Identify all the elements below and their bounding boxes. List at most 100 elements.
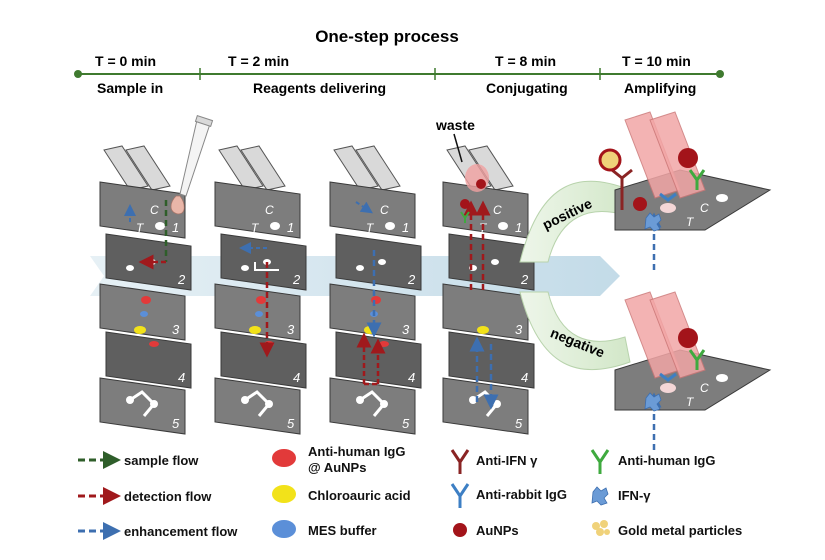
- reagent-dot-yellow: [364, 326, 376, 334]
- enhancement-flow-arrow: [355, 201, 373, 214]
- waste-label: waste: [435, 117, 475, 133]
- time-label: T = 10 min: [622, 53, 691, 69]
- stage-label: Conjugating: [486, 80, 568, 96]
- panel-number: 3: [515, 322, 523, 337]
- paper-panel: [105, 331, 192, 389]
- zone-c-label: C: [265, 203, 274, 217]
- panel-number: 1: [742, 209, 749, 223]
- stage-label: Reagents delivering: [253, 80, 386, 96]
- legend: sample flow detection flow enhancement f…: [78, 444, 742, 540]
- channel-spot: [491, 259, 499, 265]
- legend-label: Chloroauric acid: [308, 488, 411, 503]
- panel-number: 5: [515, 416, 523, 431]
- anti-human-igg-aunps-swatch: [272, 449, 296, 467]
- timeline-start-dot: [74, 70, 82, 78]
- panel-number: 4: [293, 370, 300, 385]
- zone-t-label: T: [366, 221, 375, 235]
- insert-strip: [333, 145, 379, 191]
- timeline-end-dot: [716, 70, 724, 78]
- anti-ifn-gamma-icon: [611, 168, 633, 210]
- insert-strip: [103, 145, 149, 191]
- legend-label: Anti-IFN γ: [476, 453, 538, 468]
- zone-spot: [155, 222, 165, 230]
- channel-spot: [150, 400, 158, 408]
- paper-panel: [329, 377, 416, 435]
- insert-strip: [355, 145, 401, 191]
- panel-number: 3: [402, 322, 410, 337]
- anti-rabbit-igg-icon: [450, 483, 470, 508]
- pipette-icon: [170, 115, 214, 215]
- legend-label: IFN-γ: [618, 488, 651, 503]
- reagent-dot-yellow: [249, 326, 261, 334]
- zone-c-label: C: [700, 381, 709, 395]
- time-label: T = 0 min: [95, 53, 156, 69]
- device-stacks: 12345CT12345CT12345CT12345CT: [99, 145, 535, 435]
- anti-human-igg-icon: [460, 211, 470, 223]
- zone-c-label: C: [700, 201, 709, 215]
- channel-spot: [126, 396, 134, 404]
- aunp-icon: [678, 148, 698, 168]
- legend-label: Anti-human IgG: [308, 444, 406, 459]
- panel-number: 4: [408, 370, 415, 385]
- zone-t-label: T: [686, 215, 695, 229]
- panel-number: 4: [521, 370, 528, 385]
- insert-strip: [125, 145, 171, 191]
- channel-path: [254, 262, 279, 271]
- channel-spot: [469, 396, 477, 404]
- panel-number: 1: [172, 220, 179, 235]
- anti-rabbit-igg-icon: [659, 372, 677, 382]
- aunp-icon: [460, 199, 470, 209]
- panel-number: 2: [520, 272, 529, 287]
- zone-spot: [660, 203, 676, 213]
- panel-number: 1: [515, 220, 522, 235]
- zone-spot: [716, 194, 728, 202]
- channel-spot: [241, 396, 249, 404]
- panel-number: 5: [402, 416, 410, 431]
- legend-label: Gold metal particles: [618, 523, 742, 538]
- gold-particles-icon: [598, 148, 622, 172]
- insert-strip: [240, 145, 286, 191]
- legend-label: Anti-rabbit IgG: [476, 487, 567, 502]
- panel-number: 2: [177, 272, 186, 287]
- time-label: T = 2 min: [228, 53, 289, 69]
- paper-panel: [214, 377, 301, 435]
- mes-buffer-swatch: [272, 520, 296, 538]
- waste-pad: [465, 164, 489, 192]
- zone-c-label: C: [380, 203, 389, 217]
- panel-number: 4: [178, 370, 185, 385]
- positive-result-panel: CT 1: [598, 111, 772, 270]
- channel-spot: [493, 400, 501, 408]
- zone-t-label: T: [251, 221, 260, 235]
- panel-number: 1: [742, 389, 749, 403]
- reagent-dot-yellow: [477, 326, 489, 334]
- diagram-title: One-step process: [315, 27, 459, 46]
- channel-path: [129, 390, 157, 417]
- negative-arc: [519, 291, 631, 371]
- gold-particles-icon: [592, 520, 610, 536]
- channel-path: [359, 390, 387, 417]
- panel-number: 1: [402, 220, 409, 235]
- channel-spot: [241, 265, 249, 271]
- channel-spot: [265, 400, 273, 408]
- aunp-icon: [678, 328, 698, 348]
- channel-spot: [378, 259, 386, 265]
- zone-t-label: T: [136, 221, 145, 235]
- stage-label: Sample in: [97, 80, 163, 96]
- zone-spot: [716, 374, 728, 382]
- time-label: T = 8 min: [495, 53, 556, 69]
- legend-label: AuNPs: [476, 523, 519, 538]
- positive-arc: [519, 180, 631, 263]
- panel-number: 2: [407, 272, 416, 287]
- paper-panel: [442, 283, 529, 341]
- legend-label: sample flow: [124, 453, 199, 468]
- panel-number: 3: [172, 322, 180, 337]
- zone-spot: [660, 383, 676, 393]
- reagent-dot-red: [264, 341, 274, 347]
- legend-label: MES buffer: [308, 523, 377, 538]
- chloroauric-acid-swatch: [272, 485, 296, 503]
